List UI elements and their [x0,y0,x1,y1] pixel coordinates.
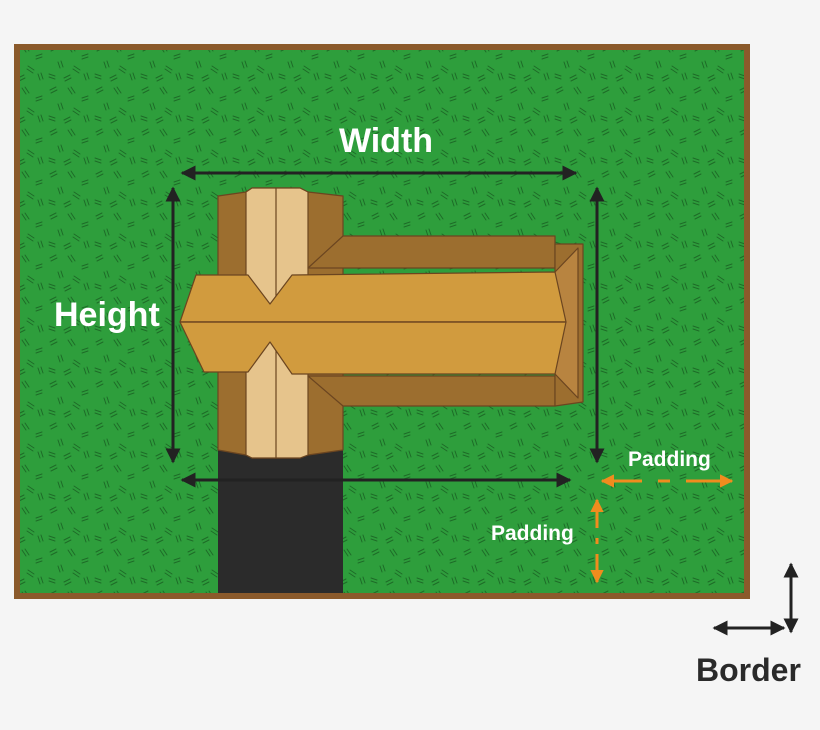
border-label: Border [696,652,801,688]
padding-bottom-label: Padding [491,522,574,545]
wooden-signpost [179,187,584,459]
black-post [218,448,343,593]
padding-right-label: Padding [628,448,711,471]
height-label: Height [54,296,160,334]
width-label: Width [339,122,433,160]
